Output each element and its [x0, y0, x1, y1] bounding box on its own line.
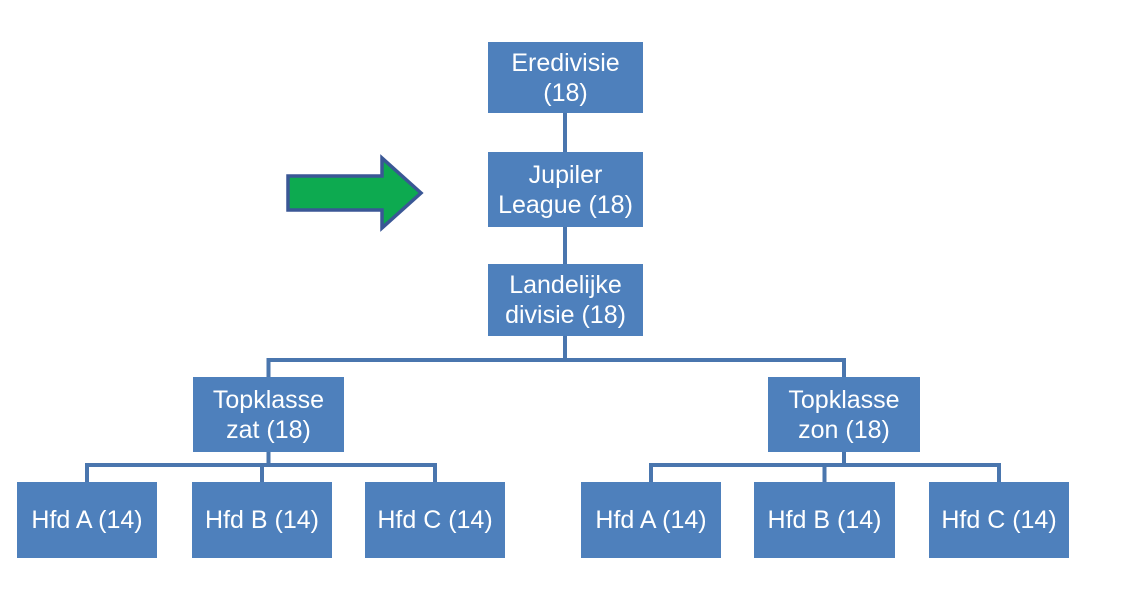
node-label-line: (18)	[543, 78, 588, 107]
node-zon-hfd-c: Hfd C (14)	[929, 482, 1069, 558]
green-right-arrow-icon	[286, 154, 424, 232]
node-zon-hfd-b: Hfd B (14)	[754, 482, 895, 558]
node-zat-hfd-a: Hfd A (14)	[17, 482, 157, 558]
node-label-line: Hfd B (14)	[205, 506, 319, 534]
node-label-line: League (18)	[498, 190, 633, 219]
node-eredivisie: Eredivisie (18)	[488, 42, 643, 113]
node-label-line: Eredivisie	[511, 48, 620, 77]
node-label-line: Landelijke	[509, 271, 622, 299]
node-topklasse-zon: Topklasse zon (18)	[768, 377, 920, 452]
node-label-line: Jupiler	[528, 160, 603, 189]
node-topklasse-zat: Topklasse zat (18)	[193, 377, 344, 452]
node-label-line: Topklasse	[788, 385, 900, 414]
node-label-line: zon (18)	[798, 415, 890, 444]
node-label-line: Hfd C (14)	[377, 506, 493, 534]
node-zat-hfd-c: Hfd C (14)	[365, 482, 505, 558]
connector-landelijke-topklasse	[266, 358, 846, 377]
node-label-line: Hfd A (14)	[595, 506, 707, 534]
node-zon-hfd-a: Hfd A (14)	[581, 482, 721, 558]
node-label-line: Topklasse	[212, 385, 325, 414]
node-label-line: zat (18)	[226, 415, 311, 444]
node-landelijke-divisie: Landelijke divisie (18)	[488, 264, 643, 336]
node-jupiler-league: Jupiler League (18)	[488, 152, 643, 227]
node-label-line: Hfd B (14)	[767, 506, 882, 534]
node-label-line: Hfd C (14)	[941, 506, 1057, 534]
node-label-line: divisie (18)	[505, 301, 626, 329]
node-label-line: Hfd A (14)	[31, 506, 143, 534]
node-zat-hfd-b: Hfd B (14)	[192, 482, 332, 558]
